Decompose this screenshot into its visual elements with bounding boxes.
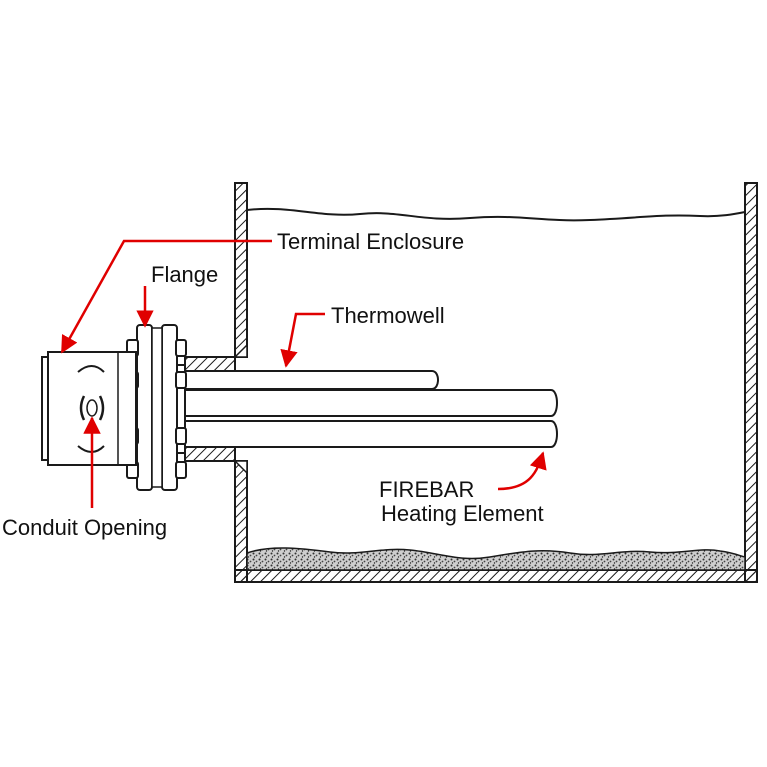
label-conduit-opening: Conduit Opening: [2, 515, 167, 540]
thermowell-tube: [185, 370, 439, 390]
label-terminal-enclosure: Terminal Enclosure: [277, 229, 464, 254]
conduit-opening-icon: [79, 395, 105, 421]
sediment: [246, 547, 746, 571]
heating-element-tube-lower: [185, 420, 558, 448]
tank-left-wall-lower: [234, 460, 248, 583]
firebar-leader: [497, 451, 547, 491]
flange-gasket: [151, 327, 163, 488]
label-flange: Flange: [151, 262, 218, 287]
terminal-enclosure: [41, 351, 137, 466]
heating-element-tube-upper: [185, 389, 558, 417]
tank-left-wall: [234, 182, 248, 358]
flange-plate-left: [136, 324, 153, 491]
tank-bottom-wall: [234, 569, 758, 583]
label-heating-element: Heating Element: [381, 501, 544, 526]
thermowell-leader: [280, 312, 325, 368]
label-firebar: FIREBAR: [379, 477, 474, 502]
terminal-enclosure-leader: [60, 239, 272, 354]
label-thermowell: Thermowell: [331, 303, 445, 328]
liquid-surface: [246, 207, 746, 222]
leader-lines: [60, 239, 547, 508]
tank: [234, 182, 758, 583]
tank-right-wall: [744, 182, 758, 583]
flange-plate-right: [161, 324, 178, 491]
